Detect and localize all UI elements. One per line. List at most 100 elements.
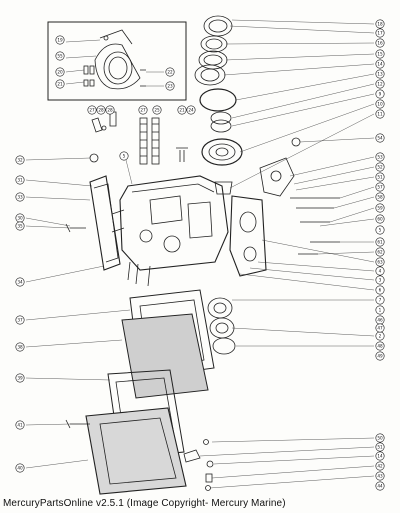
callout-right-27: 2 [375, 331, 385, 341]
callout-top-4: 25 [152, 105, 162, 115]
callout-inset-1: 55 [55, 51, 65, 61]
svg-text:21: 21 [57, 82, 63, 87]
svg-text:51: 51 [377, 445, 383, 450]
svg-text:57: 57 [377, 185, 383, 190]
callout-inset-5: 23 [165, 81, 175, 91]
o-ring [199, 88, 237, 112]
callout-top-1: 28 [96, 105, 106, 115]
svg-text:49: 49 [377, 354, 383, 359]
callout-left-5: 34 [15, 277, 25, 287]
svg-text:25: 25 [154, 108, 160, 113]
callout-inset-3: 21 [55, 79, 65, 89]
svg-text:47: 47 [377, 326, 383, 331]
callout-right-7: 9 [375, 89, 385, 99]
svg-text:28: 28 [98, 108, 104, 113]
svg-text:34: 34 [17, 280, 23, 285]
callout-left-3: 30 [15, 213, 25, 223]
copyright-footer: MercuryPartsOnline v2.5.1 (Image Copyrig… [3, 498, 286, 509]
callout-right-23: 3 [375, 275, 385, 285]
plate-top [203, 15, 233, 37]
svg-text:23: 23 [167, 84, 173, 89]
callout-right-4: 14 [375, 59, 385, 69]
svg-text:32: 32 [17, 158, 23, 163]
bottom-cover [85, 407, 187, 495]
callout-right-22: 4 [375, 266, 385, 276]
svg-text:52: 52 [377, 165, 383, 170]
callout-right-38: 47 [375, 323, 385, 333]
svg-text:44: 44 [377, 484, 383, 489]
svg-text:16: 16 [377, 41, 383, 46]
svg-text:37: 37 [17, 318, 23, 323]
right-cover [229, 195, 267, 277]
callout-top-5: 21 [177, 105, 187, 115]
callout-left-10: 40 [15, 463, 25, 473]
callout-right-10: 54 [375, 133, 385, 143]
svg-text:55: 55 [57, 54, 63, 59]
svg-text:2: 2 [379, 334, 382, 339]
svg-text:60: 60 [377, 217, 383, 222]
svg-text:18: 18 [377, 22, 383, 27]
callout-right-29: 49 [375, 351, 385, 361]
callout-right-28: 48 [375, 341, 385, 351]
callout-left-7: 38 [15, 342, 25, 352]
svg-text:3: 3 [379, 278, 382, 283]
callout-right-14: 57 [375, 182, 385, 192]
svg-text:17: 17 [377, 31, 383, 36]
callout-left-0: 32 [15, 155, 25, 165]
svg-text:31: 31 [17, 178, 23, 183]
callout-right-30: 50 [375, 433, 385, 443]
callout-left-4: 35 [15, 221, 25, 231]
callout-right-21: 63 [375, 257, 385, 267]
svg-text:33: 33 [17, 195, 23, 200]
callout-inset-4: 22 [165, 67, 175, 77]
svg-text:6: 6 [379, 288, 382, 293]
svg-text:41: 41 [17, 423, 23, 428]
svg-text:40: 40 [17, 466, 23, 471]
svg-text:48: 48 [377, 344, 383, 349]
svg-text:22: 22 [167, 70, 173, 75]
spring-b [151, 117, 160, 165]
callout-right-5: 13 [375, 69, 385, 79]
callout-left-9: 41 [15, 420, 25, 430]
spring-a [139, 117, 148, 165]
callout-right-35: 44 [375, 481, 385, 491]
callout-right-0: 18 [375, 19, 385, 29]
callout-right-16: 59 [375, 203, 385, 213]
left-plate [89, 175, 121, 271]
svg-text:51: 51 [377, 175, 383, 180]
callout-right-20: 62 [375, 247, 385, 257]
callout-right-11: 53 [375, 152, 385, 162]
callout-left-8: 39 [15, 373, 25, 383]
svg-text:10: 10 [377, 102, 383, 107]
svg-text:54: 54 [377, 136, 383, 141]
callout-right-34: 43 [375, 471, 385, 481]
svg-text:28: 28 [107, 108, 113, 113]
svg-text:27: 27 [140, 108, 146, 113]
callout-left-6: 37 [15, 315, 25, 325]
callout-right-8: 10 [375, 99, 385, 109]
svg-text:39: 39 [17, 376, 23, 381]
callout-right-1: 17 [375, 28, 385, 38]
callout-right-13: 51 [375, 172, 385, 182]
callout-right-19: 61 [375, 237, 385, 247]
svg-text:61: 61 [377, 240, 383, 245]
svg-text:14: 14 [377, 454, 383, 459]
callout-right-15: 58 [375, 192, 385, 202]
callout-right-9: 11 [375, 109, 385, 119]
svg-text:12: 12 [377, 82, 383, 87]
callout-left-1: 31 [15, 175, 25, 185]
svg-text:7: 7 [379, 298, 382, 303]
callout-mid-0: 5 [119, 151, 129, 161]
svg-text:15: 15 [377, 52, 383, 57]
svg-text:30: 30 [17, 216, 23, 221]
svg-text:19: 19 [57, 38, 63, 43]
svg-text:62: 62 [377, 250, 383, 255]
svg-text:5: 5 [379, 228, 382, 233]
svg-text:11: 11 [377, 112, 383, 117]
callout-right-31: 51 [375, 442, 385, 452]
svg-text:43: 43 [377, 474, 383, 479]
callout-left-2: 33 [15, 192, 25, 202]
svg-text:20: 20 [57, 70, 63, 75]
svg-text:1: 1 [379, 308, 382, 313]
